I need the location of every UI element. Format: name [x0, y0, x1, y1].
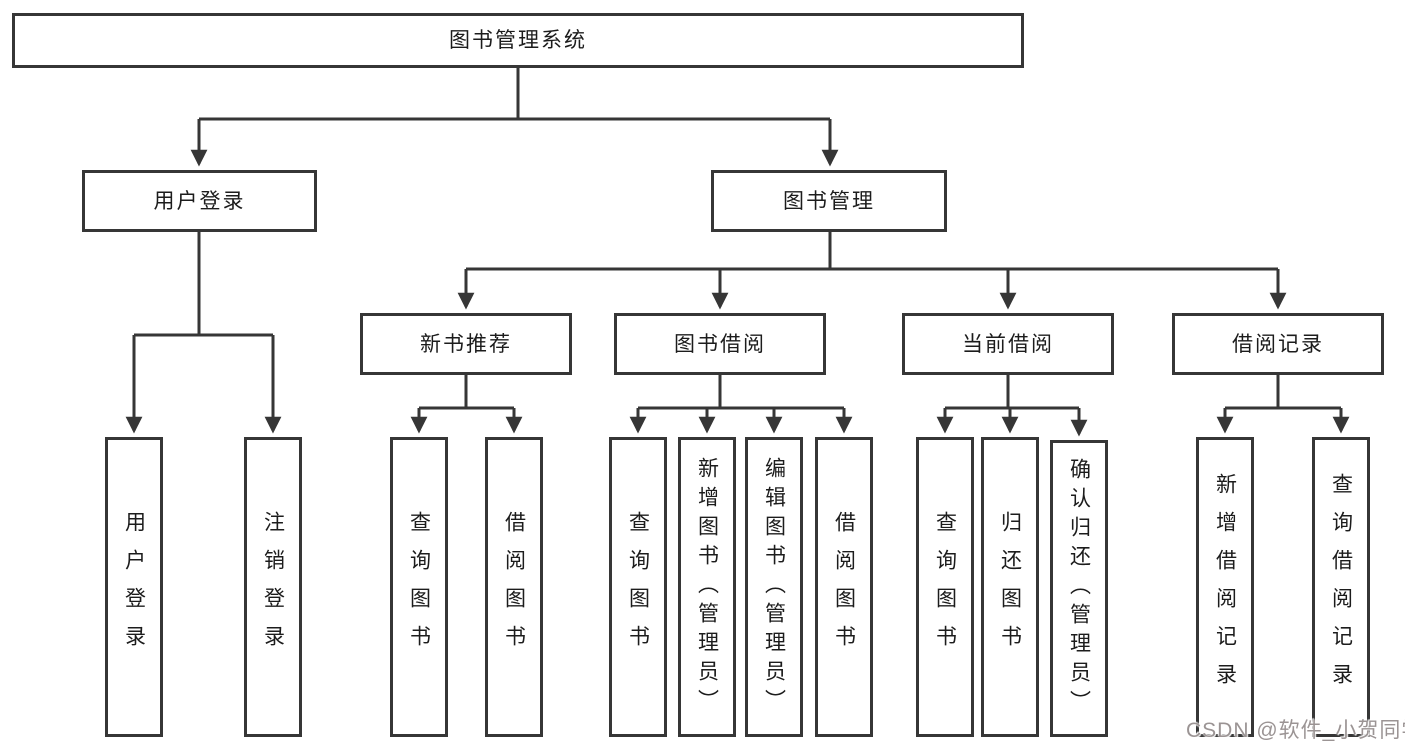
- leaf-borrow-books-recommend: 借阅图书: [485, 437, 543, 737]
- leaf-query-borrow-record: 查询借阅记录: [1312, 437, 1370, 737]
- leaf-query-books-borrow: 查询图书: [609, 437, 667, 737]
- node-book-management: 图书管理: [711, 170, 947, 232]
- node-borrowing-records: 借阅记录: [1172, 313, 1384, 375]
- leaf-query-books-current: 查询图书: [916, 437, 974, 737]
- leaf-query-books-recommend: 查询图书: [390, 437, 448, 737]
- node-book-borrowing: 图书借阅: [614, 313, 826, 375]
- leaf-user-login: 用户登录: [105, 437, 163, 737]
- leaf-return-books: 归还图书: [981, 437, 1039, 737]
- node-current-borrowing: 当前借阅: [902, 313, 1114, 375]
- csdn-watermark: CSDN @软件_小贺同学: [1186, 719, 1405, 742]
- leaf-borrow-books: 借阅图书: [815, 437, 873, 737]
- leaf-add-books-admin: 新增图书（管理员）: [678, 437, 736, 737]
- node-user-login: 用户登录: [82, 170, 317, 232]
- node-library-management-system: 图书管理系统: [12, 13, 1024, 68]
- leaf-logout: 注销登录: [244, 437, 302, 737]
- node-new-book-recommendation: 新书推荐: [360, 313, 572, 375]
- leaf-add-borrow-record: 新增借阅记录: [1196, 437, 1254, 737]
- leaf-confirm-return-admin: 确认归还（管理员）: [1050, 440, 1108, 737]
- leaf-edit-books-admin: 编辑图书（管理员）: [745, 437, 803, 737]
